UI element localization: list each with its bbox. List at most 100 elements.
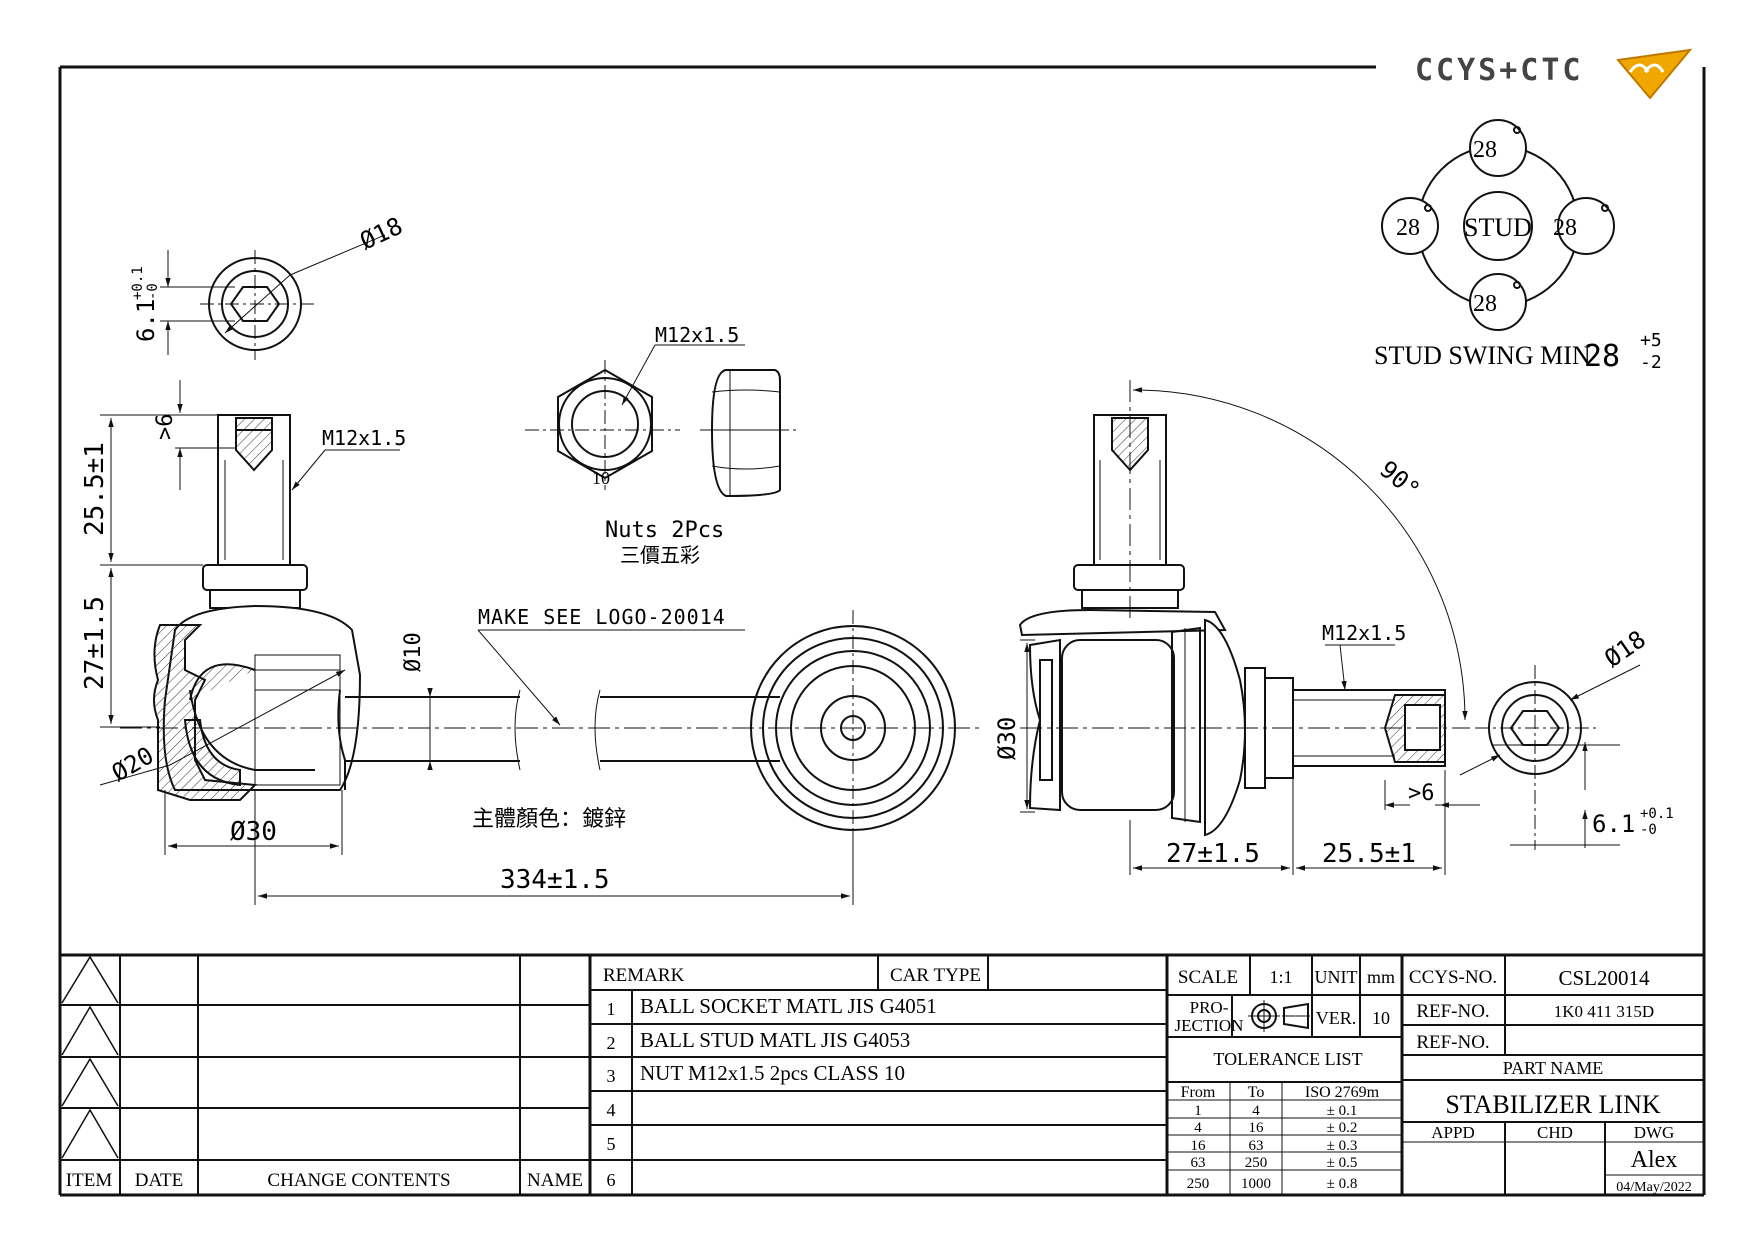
eye-end <box>750 610 956 900</box>
svg-text:63: 63 <box>1191 1155 1206 1171</box>
appd-label: APPD <box>1431 1123 1474 1142</box>
svg-text:6: 6 <box>607 1170 616 1190</box>
scale-label: SCALE <box>1178 967 1238 988</box>
ccys-no-value: CSL20014 <box>1558 966 1650 990</box>
svg-text:16: 16 <box>1249 1120 1265 1136</box>
remark-rows: 1 BALL SOCKET MATL JIS G4051 2 BALL STUD… <box>607 994 937 1190</box>
svg-text:1: 1 <box>1194 1103 1202 1119</box>
svg-text:4: 4 <box>607 1100 616 1120</box>
svg-text:3: 3 <box>607 1066 616 1086</box>
tolerance-rows: 1 4 ± 0.1 4 16 ± 0.2 16 63 ± 0.3 63 250 … <box>1187 1103 1358 1192</box>
ref-no-value: 1K0 411 315D <box>1554 1002 1654 1021</box>
tol-header-from: From <box>1181 1084 1216 1101</box>
rev-header-date: DATE <box>135 1170 184 1191</box>
left-dimensions <box>99 380 854 905</box>
svg-text:5: 5 <box>607 1134 616 1154</box>
svg-text:2: 2 <box>607 1033 616 1053</box>
chd-label: CHD <box>1537 1123 1573 1142</box>
dim-left-hex: 6.1 <box>132 299 160 342</box>
svg-text:CCYS+CTC: CCYS+CTC <box>1415 53 1584 88</box>
ref-no-label: REF-NO. <box>1416 1001 1489 1022</box>
stud-swing-label: STUD SWING MIN <box>1374 341 1591 370</box>
svg-text:63: 63 <box>1249 1138 1264 1154</box>
nut-grade: 10 <box>592 468 610 488</box>
dim-rod-dia: Ø10 <box>401 632 426 672</box>
drawer-name: Alex <box>1631 1147 1678 1173</box>
nut-count-label: Nuts 2Pcs <box>605 518 724 543</box>
ver-label: VER. <box>1316 1008 1357 1028</box>
dim-overall-length: 334±1.5 <box>500 865 610 895</box>
ref-no-label-2: REF-NO. <box>1416 1032 1489 1053</box>
right-end-circle <box>1475 665 1600 850</box>
dim-right-thread-len: 25.5±1 <box>1322 839 1416 869</box>
nut-drawing <box>525 344 800 498</box>
svg-text:± 0.2: ± 0.2 <box>1327 1120 1358 1136</box>
svg-text:± 0.5: ± 0.5 <box>1327 1155 1358 1171</box>
swing-angle-bottom: 28 <box>1473 291 1497 317</box>
dim-left-hex-tol-upper: +0.1 <box>130 266 146 300</box>
svg-text:4: 4 <box>1252 1103 1260 1119</box>
swing-angle-90: 90° <box>1374 455 1425 504</box>
tol-header-iso: ISO 2769m <box>1305 1084 1380 1101</box>
projection-label-1: PRO- <box>1190 998 1229 1017</box>
scale-value: 1:1 <box>1269 967 1292 987</box>
tol-header-to: To <box>1248 1084 1265 1101</box>
swing-angle-left: 28 <box>1396 215 1420 241</box>
stud-label: STUD <box>1464 213 1532 242</box>
table-grid <box>60 953 1704 1195</box>
dim-right-socket-dia: Ø30 <box>993 717 1021 760</box>
svg-text:250: 250 <box>1187 1176 1210 1192</box>
dim-left-hex-depth: >6 <box>153 414 178 441</box>
swing-angle-right: 28 <box>1553 215 1577 241</box>
projection-label-2: JECTION <box>1175 1016 1244 1035</box>
dim-right-end-dia: Ø18 <box>1599 625 1651 673</box>
svg-text:± 0.1: ± 0.1 <box>1327 1103 1358 1119</box>
drawing-date: 04/May/2022 <box>1616 1180 1691 1195</box>
company-logo: CCYS+CTC <box>1415 48 1693 100</box>
dim-left-socket-dia: Ø30 <box>230 817 277 847</box>
right-dimensions <box>1020 387 1641 875</box>
nut-thread-label: M12x1.5 <box>655 323 739 347</box>
dim-left-body-len: 27±1.5 <box>80 596 110 690</box>
remark-header: REMARK <box>603 965 685 986</box>
left-thread-label: M12x1.5 <box>322 426 406 450</box>
svg-text:NUT M12x1.5 2pcs CLASS 10: NUT M12x1.5 2pcs CLASS 10 <box>640 1061 905 1085</box>
svg-text:BALL STUD MATL JIS G4053: BALL STUD MATL JIS G4053 <box>640 1028 910 1052</box>
svg-text:1000: 1000 <box>1241 1176 1271 1192</box>
tolerance-title: TOLERANCE LIST <box>1213 1049 1362 1069</box>
part-name-label: PART NAME <box>1503 1058 1603 1078</box>
stud-swing-diagram <box>1381 119 1615 331</box>
left-ball-joint <box>153 414 362 801</box>
dim-left-hex-tol-lower: -0 <box>145 283 161 300</box>
dwg-label: DWG <box>1634 1123 1675 1142</box>
rev-header-name: NAME <box>527 1170 583 1191</box>
dim-right-hex-tol-upper: +0.1 <box>1640 806 1674 822</box>
logo-note: MAKE SEE LOGO-20014 <box>478 605 726 629</box>
stud-swing-tol-upper: +5 <box>1640 330 1662 351</box>
svg-text:250: 250 <box>1245 1155 1268 1171</box>
right-ball-joint <box>1018 380 1470 837</box>
dim-right-hex-depth: >6 <box>1408 781 1435 806</box>
rev-header-change: CHANGE CONTENTS <box>267 1170 450 1191</box>
dim-right-body-len: 27±1.5 <box>1166 839 1260 869</box>
ver-value: 10 <box>1372 1008 1390 1028</box>
svg-text:BALL SOCKET MATL JIS G4051: BALL SOCKET MATL JIS G4051 <box>640 994 937 1018</box>
dim-right-hex: 6.1 <box>1592 810 1635 838</box>
left-view-top-circle <box>160 234 386 360</box>
svg-text:± 0.3: ± 0.3 <box>1327 1138 1358 1154</box>
finish-note: 主體顏色：鍍鋅 <box>472 807 626 832</box>
car-type-label: CAR TYPE <box>890 965 981 986</box>
svg-text:16: 16 <box>1191 1138 1207 1154</box>
swing-angle-top: 28 <box>1473 137 1497 163</box>
dim-left-thread-len: 25.5±1 <box>80 442 110 536</box>
dim-right-hex-tol-lower: -0 <box>1640 822 1657 838</box>
svg-text:1: 1 <box>607 999 616 1019</box>
rev-header-item: ITEM <box>66 1170 113 1191</box>
nut-vendor: 三價五彩 <box>620 543 700 567</box>
right-thread-label: M12x1.5 <box>1322 621 1406 645</box>
svg-text:± 0.8: ± 0.8 <box>1327 1176 1358 1192</box>
unit-label: UNIT <box>1315 967 1358 987</box>
unit-value: mm <box>1367 967 1395 987</box>
ccys-no-label: CCYS-NO. <box>1409 967 1497 988</box>
